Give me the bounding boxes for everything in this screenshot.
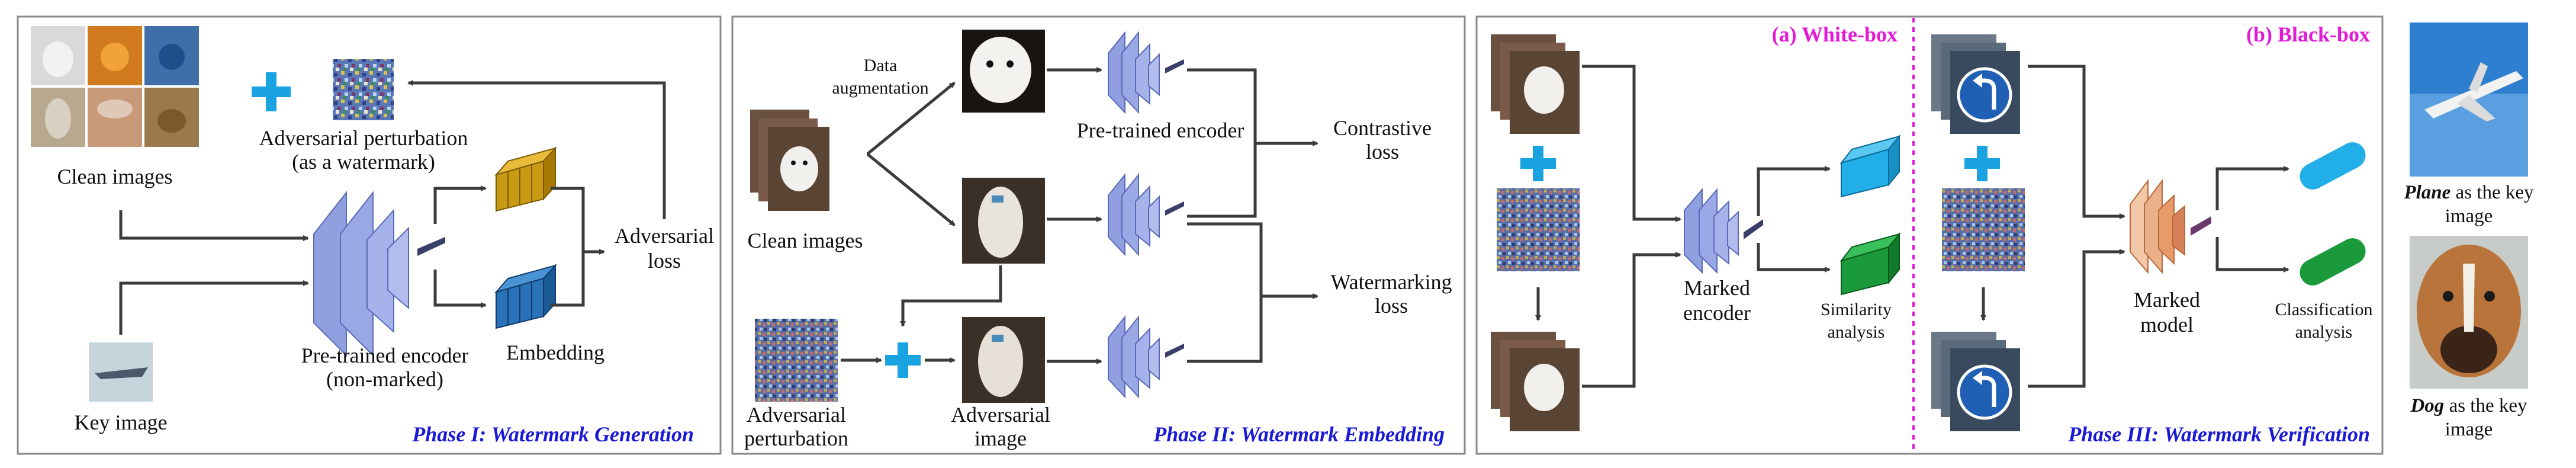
whitebox-adv-stack xyxy=(1491,332,1580,431)
vector-green-icon xyxy=(1839,232,1901,296)
adv-perturbation-label: Adversarial perturbation xyxy=(259,126,468,150)
key-image-label: Key image xyxy=(75,411,168,434)
marked-encoder-sublabel: encoder xyxy=(1683,301,1751,325)
clean-images-grid xyxy=(31,26,199,147)
plus-icon xyxy=(252,72,291,111)
embedding-gold-icon xyxy=(494,146,558,212)
dog-key-image xyxy=(2410,236,2528,389)
phase1-panel xyxy=(17,15,722,455)
bracket-embeddings xyxy=(551,187,585,307)
marked-model-icon xyxy=(2130,179,2211,274)
arrow-clean-to-encoder xyxy=(119,210,309,241)
augmented-image-middle xyxy=(962,178,1045,264)
contrastive-loss-sublabel: loss xyxy=(1366,140,1399,164)
dog-caption-rest: as the key xyxy=(2444,395,2527,416)
similarity-sublabel: analysis xyxy=(1828,322,1885,342)
whitebox-tag: (a) White-box xyxy=(1772,23,1898,46)
encoder-label: Pre-trained encoder xyxy=(301,344,469,367)
plane-caption-line2: image xyxy=(2445,206,2493,227)
arrow-bb-to-green xyxy=(2215,237,2289,273)
arrow-key-to-encoder xyxy=(119,280,309,335)
contrastive-loss-label: Contrastive xyxy=(1333,116,1432,140)
output-green-pill-icon xyxy=(2300,238,2366,286)
embedding-label: Embedding xyxy=(506,341,604,364)
blackbox-key-stack xyxy=(1931,34,2020,134)
arrow-wb-to-cyan xyxy=(1757,166,1831,216)
arrow-encoder-to-embedding-top xyxy=(433,185,487,224)
arrow-wb-to-green xyxy=(1757,243,1831,273)
phase3-panel xyxy=(1475,15,2384,455)
encoder-sublabel: (non-marked) xyxy=(326,367,443,391)
encoder-top-icon xyxy=(1108,31,1184,114)
arrow-aug-bottom xyxy=(866,153,956,226)
arrow-aug-top xyxy=(866,82,956,155)
marked-encoder-label: Marked xyxy=(1684,276,1750,300)
phase2-adv-perturbation-image xyxy=(755,319,838,402)
plane-caption-rest: as the key xyxy=(2450,182,2534,203)
phase2-adv-pert-sublabel: perturbation xyxy=(744,427,848,450)
adv-image-label: Adversarial xyxy=(951,403,1050,427)
plane-key-image xyxy=(2410,23,2528,177)
arrow-encoder-to-embedding-bottom xyxy=(433,270,487,308)
whitebox-clean-stack xyxy=(1491,34,1580,134)
output-cyan-pill-icon xyxy=(2300,142,2366,190)
adv-perturbation-sublabel: (as a watermark) xyxy=(292,150,435,174)
marked-encoder-icon xyxy=(1684,188,1763,274)
dog-caption-bold: Dog xyxy=(2410,395,2444,416)
arrow-mid-img-to-plus xyxy=(900,265,1002,327)
similarity-label: Similarity xyxy=(1821,300,1892,319)
blackbox-adv-stack xyxy=(1931,332,2020,431)
whitebox-adv-perturbation xyxy=(1497,188,1580,271)
arrow-bb-key-to-model xyxy=(2028,65,2125,219)
encoder-middle-icon xyxy=(1108,173,1184,257)
bracket-watermarking xyxy=(1187,222,1263,363)
blackbox-plus-icon xyxy=(1964,146,2000,181)
pretrained-encoder-icon xyxy=(313,191,445,357)
adv-loss-label: Adversarial xyxy=(615,224,714,248)
phase2-clean-images-label: Clean images xyxy=(748,229,863,252)
plane-caption-line1: Plane as the key xyxy=(2403,182,2534,203)
marked-model-sublabel: model xyxy=(2140,313,2194,336)
plane-caption-bold: Plane xyxy=(2403,182,2450,203)
augmented-image-top xyxy=(962,30,1045,113)
clean-images-stack xyxy=(750,110,829,211)
bracket-contrastive xyxy=(1187,68,1257,218)
phase2-encoder-label: Pre-trained encoder xyxy=(1077,118,1244,142)
phase1-title: Phase I: Watermark Generation xyxy=(411,422,694,446)
encoder-bottom-icon xyxy=(1108,315,1184,399)
phase2-panel xyxy=(731,15,1466,455)
phase2-adv-pert-label: Adversarial xyxy=(747,403,846,427)
embedding-blue-icon xyxy=(494,264,558,329)
vector-cyan-icon xyxy=(1839,134,1901,198)
blackbox-adv-perturbation xyxy=(1942,188,2025,271)
whitebox-plus-icon xyxy=(1520,146,1556,181)
watermarking-loss-label: Watermarking xyxy=(1330,270,1452,294)
marked-model-label: Marked xyxy=(2134,288,2200,312)
adversarial-perturbation-image xyxy=(333,59,394,120)
classification-sublabel: analysis xyxy=(2295,322,2353,342)
phase2-title: Phase II: Watermark Embedding xyxy=(1153,422,1445,446)
clean-images-label: Clean images xyxy=(57,165,173,188)
data-augmentation-sublabel: augmentation xyxy=(832,78,928,98)
arrow-wb-adv-to-encoder xyxy=(1582,252,1681,388)
blackbox-tag: (b) Black-box xyxy=(2246,23,2370,46)
adv-image-sublabel: image xyxy=(975,427,1027,450)
watermarking-loss-sublabel: loss xyxy=(1375,294,1408,318)
data-augmentation-label: Data xyxy=(864,56,898,75)
classification-label: Classification xyxy=(2275,300,2373,319)
dog-caption-line1: Dog as the key xyxy=(2410,395,2527,416)
dog-caption-line2: image xyxy=(2445,419,2493,440)
arrow-loss-to-perturbation xyxy=(407,80,666,219)
phase3-title: Phase III: Watermark Verification xyxy=(2067,422,2370,446)
phase2-plus-icon xyxy=(885,342,921,378)
arrow-wb-clean-to-encoder xyxy=(1582,65,1681,222)
adv-loss-sublabel: loss xyxy=(648,249,681,273)
arrow-bb-adv-to-model xyxy=(2028,249,2125,388)
arrow-bb-to-cyan xyxy=(2215,166,2289,210)
adversarial-image xyxy=(962,317,1045,403)
